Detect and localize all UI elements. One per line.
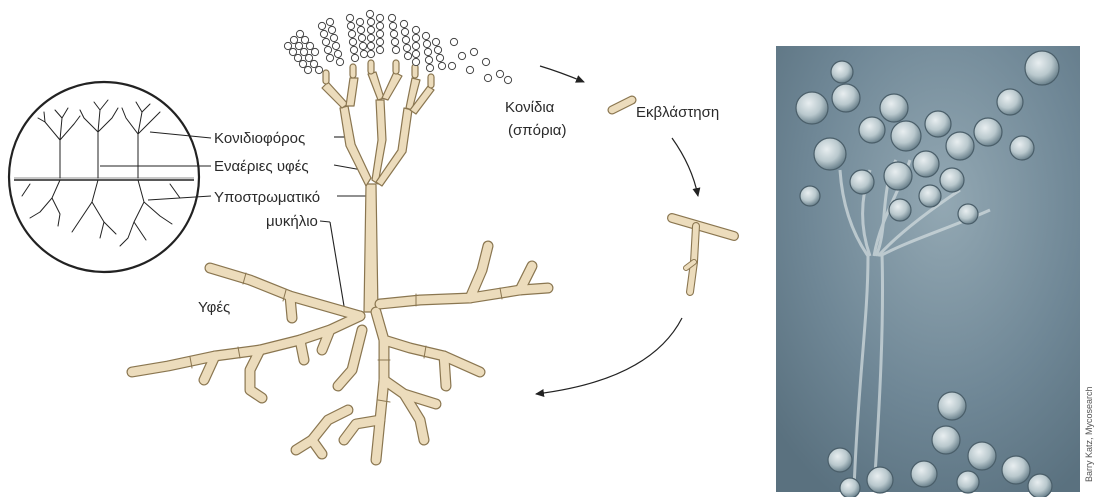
label-germination: Εκβλάστηση	[636, 104, 719, 121]
label-substrate-mycelium-line2: μυκήλιο	[266, 213, 318, 230]
label-hyphae: Υφές	[198, 299, 230, 316]
culture-inset-circle	[9, 82, 199, 272]
label-aerial-hyphae: Εναέριες υφές	[214, 158, 309, 175]
label-substrate-mycelium-line1: Υποστρωματικό	[214, 189, 320, 206]
photo-credit: Barry Katz, Mycosearch	[1084, 386, 1094, 482]
label-conidiophore: Κονιδιοφόρος	[214, 130, 305, 147]
label-conidia-spores: (σπόρια)	[508, 122, 566, 139]
germinating-spore	[612, 100, 632, 110]
hyphae-network	[132, 246, 548, 460]
label-conidia: Κονίδια	[505, 99, 555, 116]
micrograph-photo	[776, 46, 1080, 497]
germ-tube	[672, 218, 734, 292]
